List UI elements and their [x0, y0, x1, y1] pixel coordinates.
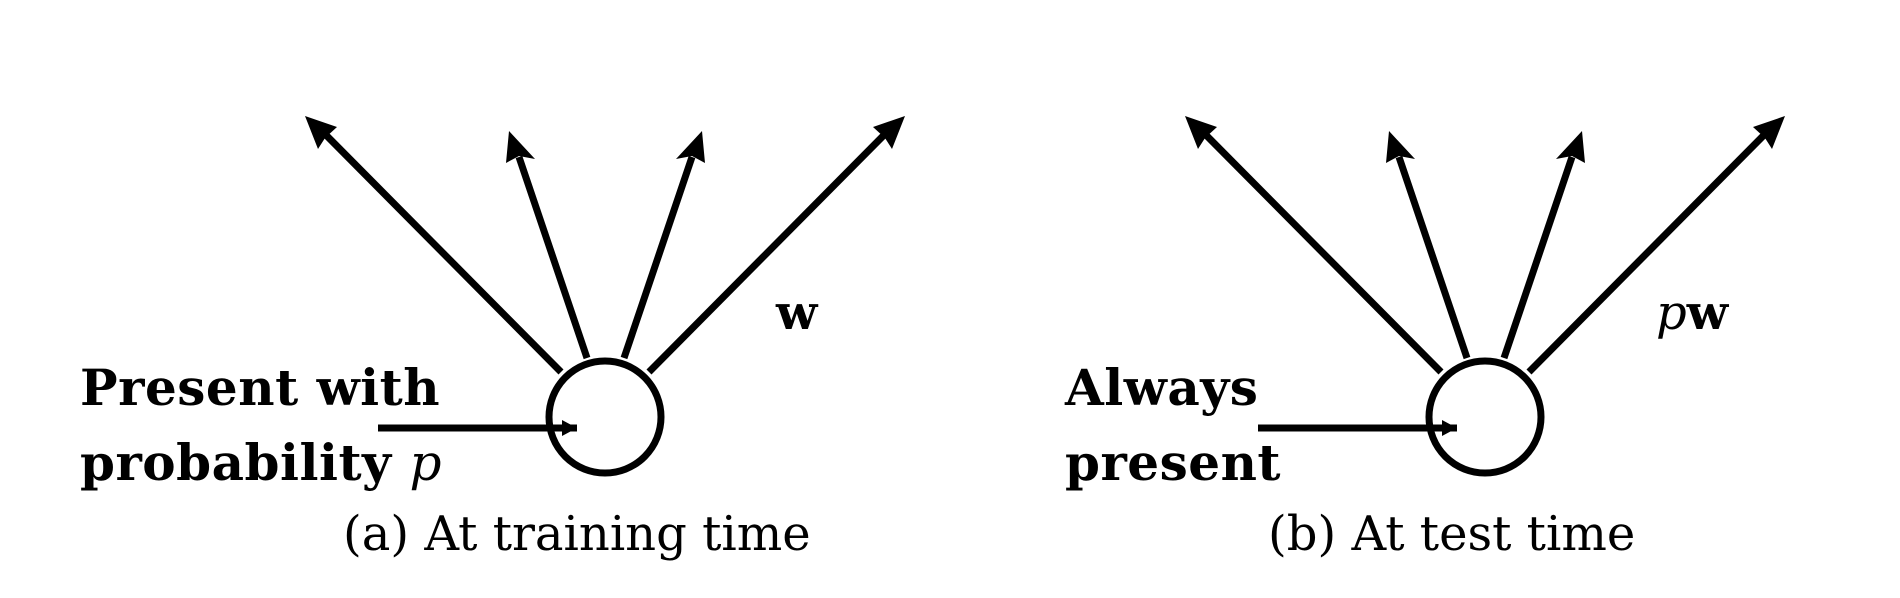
input-label-test: Always present [1065, 350, 1281, 501]
output-arrow-2 [515, 155, 591, 360]
caption-test: (b) At test time [1268, 506, 1636, 562]
output-arrows [305, 116, 905, 375]
panel-training: Present with probability p w (a) At trai… [80, 116, 905, 562]
neuron-diagram-test [1185, 116, 1785, 477]
input-label-line2: probability p [80, 425, 442, 501]
output-arrowhead-4 [1753, 116, 1785, 149]
output-arrow-1 [319, 128, 564, 375]
input-label-line1: Present with [80, 358, 441, 417]
output-arrows [1185, 116, 1785, 375]
input-label-line2-text: probability [80, 433, 410, 492]
input-arrowhead [562, 420, 577, 436]
caption-training: (a) At training time [343, 506, 811, 562]
output-arrowhead-3 [676, 131, 705, 163]
input-arrowhead [1442, 420, 1457, 436]
output-arrowhead-4 [873, 116, 905, 149]
output-arrow-1 [1199, 128, 1444, 375]
output-arrowhead-2 [1386, 131, 1415, 163]
output-arrow-3 [620, 155, 696, 360]
output-arrowhead-2 [506, 131, 535, 163]
output-arrow-4 [1526, 128, 1771, 375]
output-arrow-3 [1500, 155, 1576, 360]
weight-symbol: w [776, 285, 818, 341]
output-arrow-4 [646, 128, 891, 375]
weight-symbol: w [1686, 285, 1729, 341]
input-label-var: p [409, 434, 443, 492]
input-label-line2: present [1065, 425, 1281, 501]
panel-test: Always present pw (b) At test time [950, 0, 1900, 598]
input-label-line1: Always [1065, 358, 1259, 417]
output-arrowhead-1 [1185, 116, 1217, 149]
weight-label-test: pw [1656, 285, 1728, 341]
output-arrowhead-1 [305, 116, 337, 149]
neuron-diagram-training [305, 116, 905, 477]
neuron-circle [1425, 357, 1545, 477]
input-label-line2-text: present [1065, 433, 1282, 492]
weight-label-training: w [776, 285, 817, 341]
neuron-circle [545, 357, 665, 477]
output-arrowhead-3 [1556, 131, 1585, 163]
weight-prefix: p [1656, 285, 1687, 341]
output-arrow-2 [1395, 155, 1471, 360]
input-label-training: Present with probability p [80, 350, 442, 501]
